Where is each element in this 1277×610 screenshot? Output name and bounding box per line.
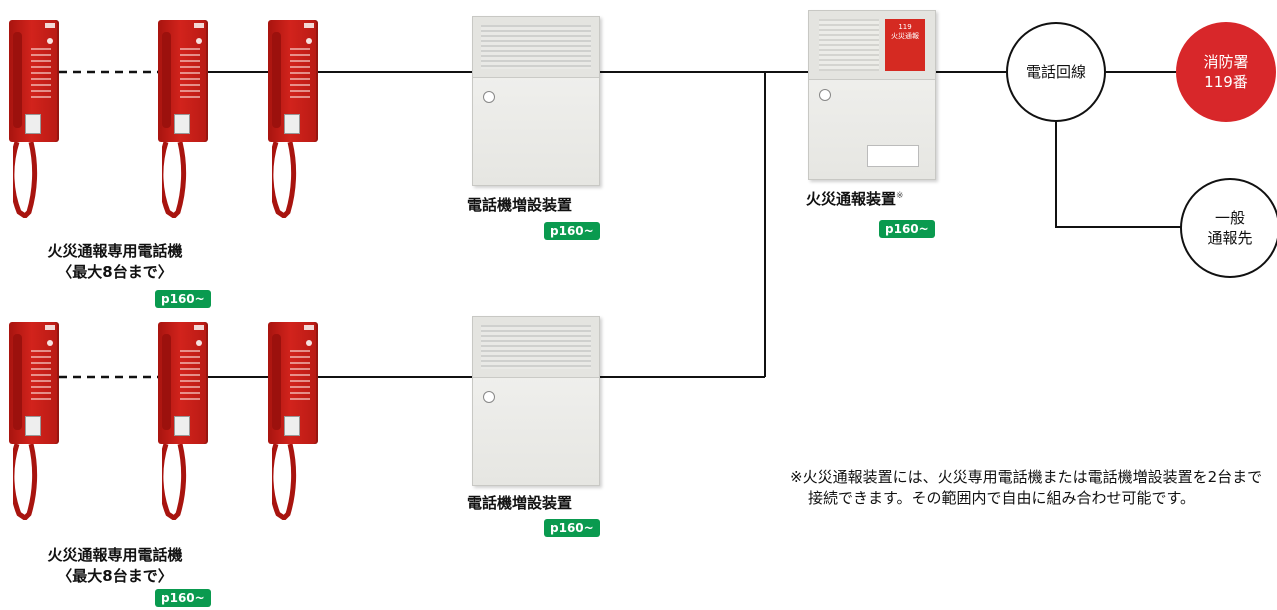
- page-badge-phones-top: p160~: [155, 290, 211, 308]
- footnote: ※火災通報装置には、火災専用電話機または電話機増設装置を2台まで接続できます。そ…: [790, 468, 1263, 507]
- extender-label-top: 電話機増設装置: [467, 196, 573, 214]
- phone-extender-bottom: [472, 316, 600, 486]
- phone-group-label-top: 火災通報専用電話機 〈最大8台まで〉: [47, 242, 183, 281]
- phone-group-label-bottom: 火災通報専用電話機 〈最大8台まで〉: [47, 546, 183, 585]
- page-badge-fire-device: p160~: [879, 220, 935, 238]
- general-contact-node: 一般通報先: [1180, 178, 1277, 278]
- page-badge-extender-bottom: p160~: [544, 519, 600, 537]
- phone-extender-top: [472, 16, 600, 186]
- telephone-line-node: 電話回線: [1006, 22, 1106, 122]
- extender-label-bottom: 電話機増設装置: [467, 494, 573, 512]
- page-badge-phones-bottom: p160~: [155, 589, 211, 607]
- fire-device-label: 火災通報装置※: [806, 190, 904, 208]
- page-badge-extender-top: p160~: [544, 222, 600, 240]
